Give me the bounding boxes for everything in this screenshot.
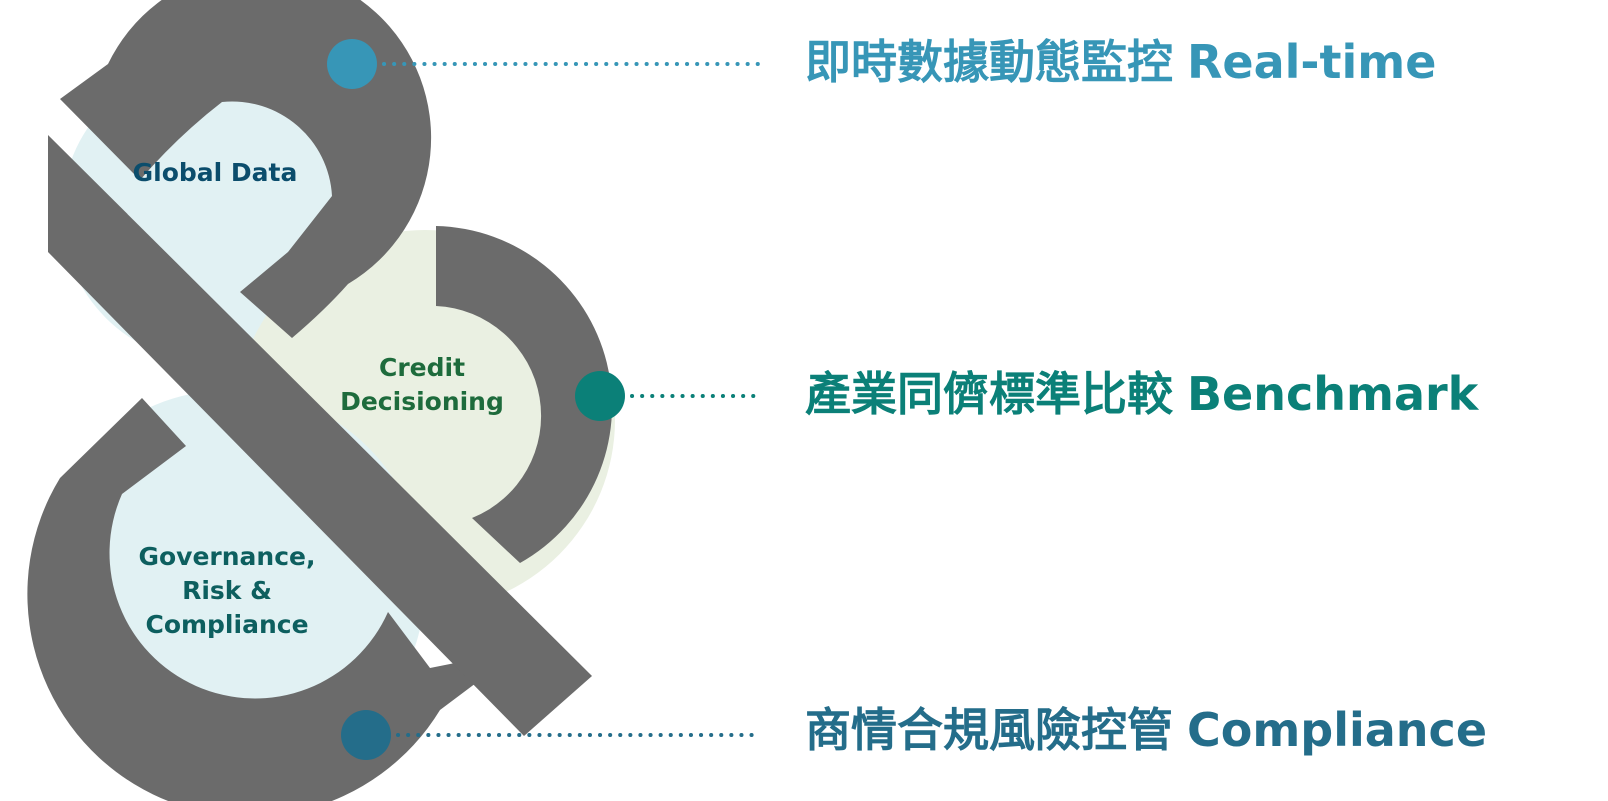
realtime-title: 即時數據動態監控 Real-time — [805, 34, 1436, 90]
compliance-title: 商情合規風險控管 Compliance — [805, 702, 1487, 758]
compliance-dot — [341, 710, 391, 760]
benchmark-dot — [575, 371, 625, 421]
credit-hook-shape — [436, 226, 613, 563]
governance-label-line1: Governance, — [138, 542, 315, 571]
credit-label-line1: Credit — [379, 353, 465, 382]
diagonal-bar — [48, 135, 592, 736]
governance-label-line2: Risk & — [182, 576, 272, 605]
benchmark-title: 產業同儕標準比較 Benchmark — [805, 366, 1478, 422]
credit-label-line2: Decisioning — [340, 387, 504, 416]
governance-label-line3: Compliance — [145, 610, 308, 639]
realtime-title-zh: 即時數據動態監控 — [805, 35, 1173, 89]
realtime-dot — [327, 39, 377, 89]
compliance-title-en: Compliance — [1187, 703, 1488, 757]
lower-loop-shape — [27, 398, 520, 801]
compliance-title-zh: 商情合規風險控管 — [805, 703, 1173, 757]
benchmark-title-en: Benchmark — [1187, 367, 1479, 421]
global-data-label: Global Data — [133, 158, 298, 187]
benchmark-title-zh: 產業同儕標準比較 — [805, 367, 1173, 421]
realtime-title-en: Real-time — [1187, 35, 1437, 89]
